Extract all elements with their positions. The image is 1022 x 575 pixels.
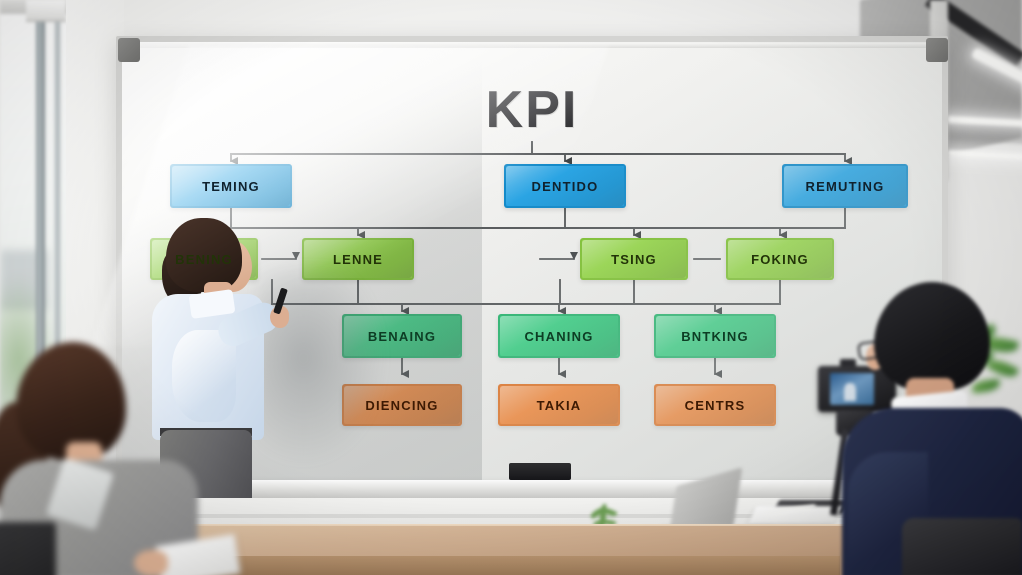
node-label: BENING [175,251,233,267]
camera-screen-subject [844,383,856,401]
office-chair [902,518,1022,575]
presenter-person [138,218,289,510]
diagram-node-centrs[interactable]: CENTRS [654,384,776,426]
seated-attendee-right [842,282,1022,575]
video-camera-on-tripod[interactable] [818,359,910,516]
attendee-hair [16,342,126,460]
diagram-node-remuting[interactable]: REMUTING [782,164,908,208]
node-label: CHANING [524,328,594,344]
seated-attendee-left [0,342,241,575]
diagram-node-tsing[interactable]: TSING [580,238,688,280]
presenter-hair [166,218,242,292]
node-label: DENTIDO [531,178,599,194]
diagram-node-chaning[interactable]: CHANING [498,314,620,358]
node-label: TEMING [202,178,260,194]
camera-hotshoe [840,359,856,367]
node-label: FOKING [751,251,809,267]
table-front-panel [180,556,840,575]
whiteboard-corner-bracket [118,38,140,62]
node-label: BENAING [367,328,437,344]
window-blind-box [26,0,66,22]
presenter-shirt-highlight [172,330,236,422]
diagram-node-foking[interactable]: FOKING [726,238,834,280]
attendee-hair [874,282,990,390]
diagram-node-bntking[interactable]: BNTKING [654,314,776,358]
node-label: CENTRS [684,397,746,413]
node-label: LENNE [332,251,384,267]
camera-screen [830,373,874,405]
office-chair [0,522,56,575]
diagram-node-teming[interactable]: TEMING [170,164,292,208]
node-label: TAKIA [536,397,582,413]
window-mullion [36,0,45,420]
node-label: DIENCING [365,397,439,413]
wall-skirting-line [110,514,946,518]
diagram-node-dentido[interactable]: DENTIDO [504,164,626,208]
attendee-hand [134,550,168,575]
diagram-title: KPI [485,81,579,139]
diagram-node-takia[interactable]: TAKIA [498,384,620,426]
whiteboard-eraser[interactable] [509,463,571,480]
node-label: REMUTING [805,178,885,194]
whiteboard-corner-bracket [926,38,948,62]
node-label: TSING [611,251,657,267]
node-label: BNTKING [681,328,749,344]
window-mullion [55,0,60,420]
